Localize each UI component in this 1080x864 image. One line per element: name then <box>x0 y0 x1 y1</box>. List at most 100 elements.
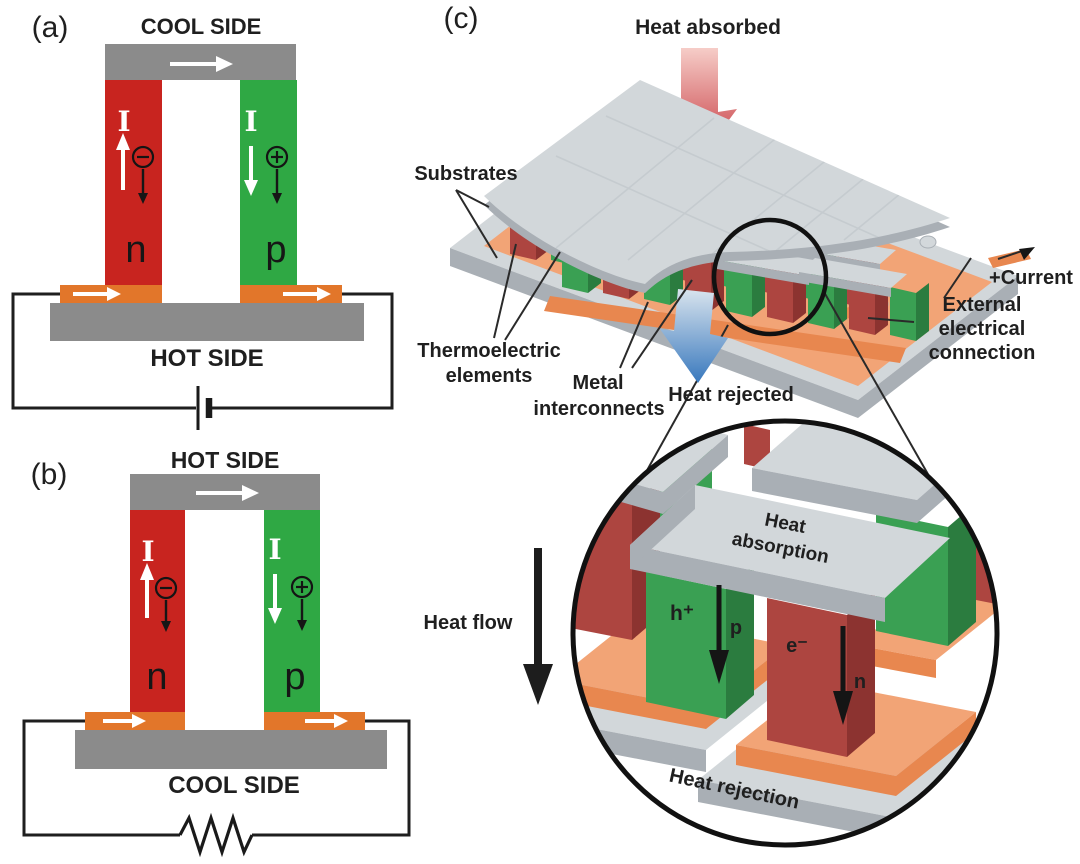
panel-a-circuit-wire <box>211 292 394 410</box>
inset-n-label: n <box>854 671 866 693</box>
panel-b-circuit-wire <box>252 719 411 837</box>
battery-icon <box>196 386 213 430</box>
panel-b-circuit-wire <box>22 719 180 837</box>
electron-symbol-icon <box>154 576 178 632</box>
hole-carrier-label: h⁺ <box>670 602 694 625</box>
panel-a-n-label: n <box>125 229 146 271</box>
inset-pad-front <box>736 745 896 796</box>
interconnect-strip-front <box>717 260 809 285</box>
panel-b-current-p: I <box>268 533 281 566</box>
heat-absorption-slab <box>630 485 950 598</box>
panel-a-n-element <box>105 80 162 285</box>
inset-p-element <box>646 572 726 719</box>
panel-a-hot-plate <box>50 303 364 341</box>
metal-interconnects-label: Metal <box>572 372 623 394</box>
resistor-icon <box>178 812 254 858</box>
arrow-head <box>833 691 853 725</box>
elements-leader <box>504 251 561 341</box>
arrow-head <box>140 563 154 580</box>
external-connection-label3: connection <box>929 342 1036 364</box>
arrow-head <box>107 287 121 301</box>
inset-back-slab-side <box>663 435 728 514</box>
substrates-label: Substrates <box>414 163 517 185</box>
panel-b-n-label: n <box>146 656 167 698</box>
panel-c-tag: (c) <box>444 2 479 35</box>
electron-carrier-label: e⁻ <box>786 635 808 657</box>
arrow-head <box>216 56 233 72</box>
inset-bottom-plate-front <box>698 780 906 842</box>
panel-a-tag: (a) <box>32 11 69 44</box>
substrates-leader <box>455 189 498 259</box>
electron-symbol-icon <box>131 145 155 204</box>
inset-left-n-element <box>575 490 632 640</box>
arrow-head <box>132 714 146 728</box>
heat-rejected-arrow-icon <box>660 289 728 383</box>
bottom-substrate-front <box>450 248 858 418</box>
interconnects-leader <box>619 301 649 369</box>
panel-b-p-label: p <box>284 656 305 698</box>
current-arrow-line <box>997 250 1023 260</box>
heat-absorption-slab-side <box>630 485 695 569</box>
panel-b-cool-plate <box>75 730 387 769</box>
inset-n-element <box>767 598 847 757</box>
heat-absorption-slab-front <box>630 545 885 622</box>
inset-n-side <box>847 591 875 757</box>
inset-p-side <box>726 565 754 719</box>
interconnects-leader <box>631 279 693 369</box>
panel-b-hot-label: HOT SIDE <box>171 447 280 473</box>
magnified-inset: Heat absorption h⁺ p e⁻ n Heat rejection <box>570 418 1000 848</box>
arrow-head <box>116 133 130 150</box>
arrow-head <box>1019 247 1035 260</box>
heat-flow-label: Heat flow <box>424 612 513 634</box>
inset-right-p-side <box>948 503 976 646</box>
heat-absorbed-label: Heat absorbed <box>635 16 781 39</box>
panel-a-current-p: I <box>244 105 257 138</box>
panel-a-cool-label: COOL SIDE <box>141 14 262 39</box>
thermoelectric-elements-label2: elements <box>446 365 533 387</box>
panel-a: (a) COOL SIDE I n I p <box>11 11 394 430</box>
hole-symbol-icon <box>290 575 314 631</box>
thermoelectric-module-3d <box>450 80 1031 418</box>
arrow-head <box>317 287 331 301</box>
inset-circle-border <box>570 418 1000 848</box>
external-leader <box>867 317 915 323</box>
current-out-tab <box>988 249 1031 268</box>
panel-b-current-n: I <box>141 535 154 568</box>
external-connection-label: External <box>943 294 1022 316</box>
panel-a-current-n: I <box>117 105 130 138</box>
arrow-head <box>709 650 729 684</box>
panel-a-p-label: p <box>265 229 286 271</box>
inset-pad-side <box>896 712 976 796</box>
mounting-dome <box>919 235 937 249</box>
hole-symbol-icon <box>265 145 289 204</box>
heat-flow-arrow-icon <box>523 548 553 705</box>
inset-bottom-plate-front <box>575 714 706 772</box>
arrow-head <box>268 608 282 624</box>
panel-c: (c) Heat absorbed <box>414 2 1073 848</box>
panel-a-circuit-wire <box>11 292 196 410</box>
arrow-head <box>334 714 348 728</box>
magnifier-cone-line <box>823 291 930 477</box>
arrow-head <box>244 180 258 196</box>
panel-b-tag: (b) <box>31 458 68 491</box>
bottom-substrate-side <box>858 276 1018 418</box>
panel-b: (b) HOT SIDE I n I p <box>22 447 411 858</box>
current-label: +Current <box>989 267 1073 289</box>
panel-a-hot-label: HOT SIDE <box>150 345 263 372</box>
interconnect-strip-front <box>799 272 891 297</box>
external-connection-label2: electrical <box>939 318 1026 340</box>
top-substrate <box>484 80 950 284</box>
substrates-leader <box>455 189 490 208</box>
thermoelectric-elements-label: Thermoelectric <box>417 340 560 362</box>
panel-b-cool-label: COOL SIDE <box>168 772 300 799</box>
arrow-head <box>242 485 259 501</box>
heat-rejected-label: Heat rejected <box>668 384 794 406</box>
inset-back-slab-front <box>752 468 917 523</box>
panel-b-n-element <box>130 510 185 713</box>
elements-leader <box>493 243 517 339</box>
external-leader <box>943 257 972 299</box>
inset-pad-front <box>856 645 936 678</box>
magnifier-ellipse <box>711 217 829 337</box>
